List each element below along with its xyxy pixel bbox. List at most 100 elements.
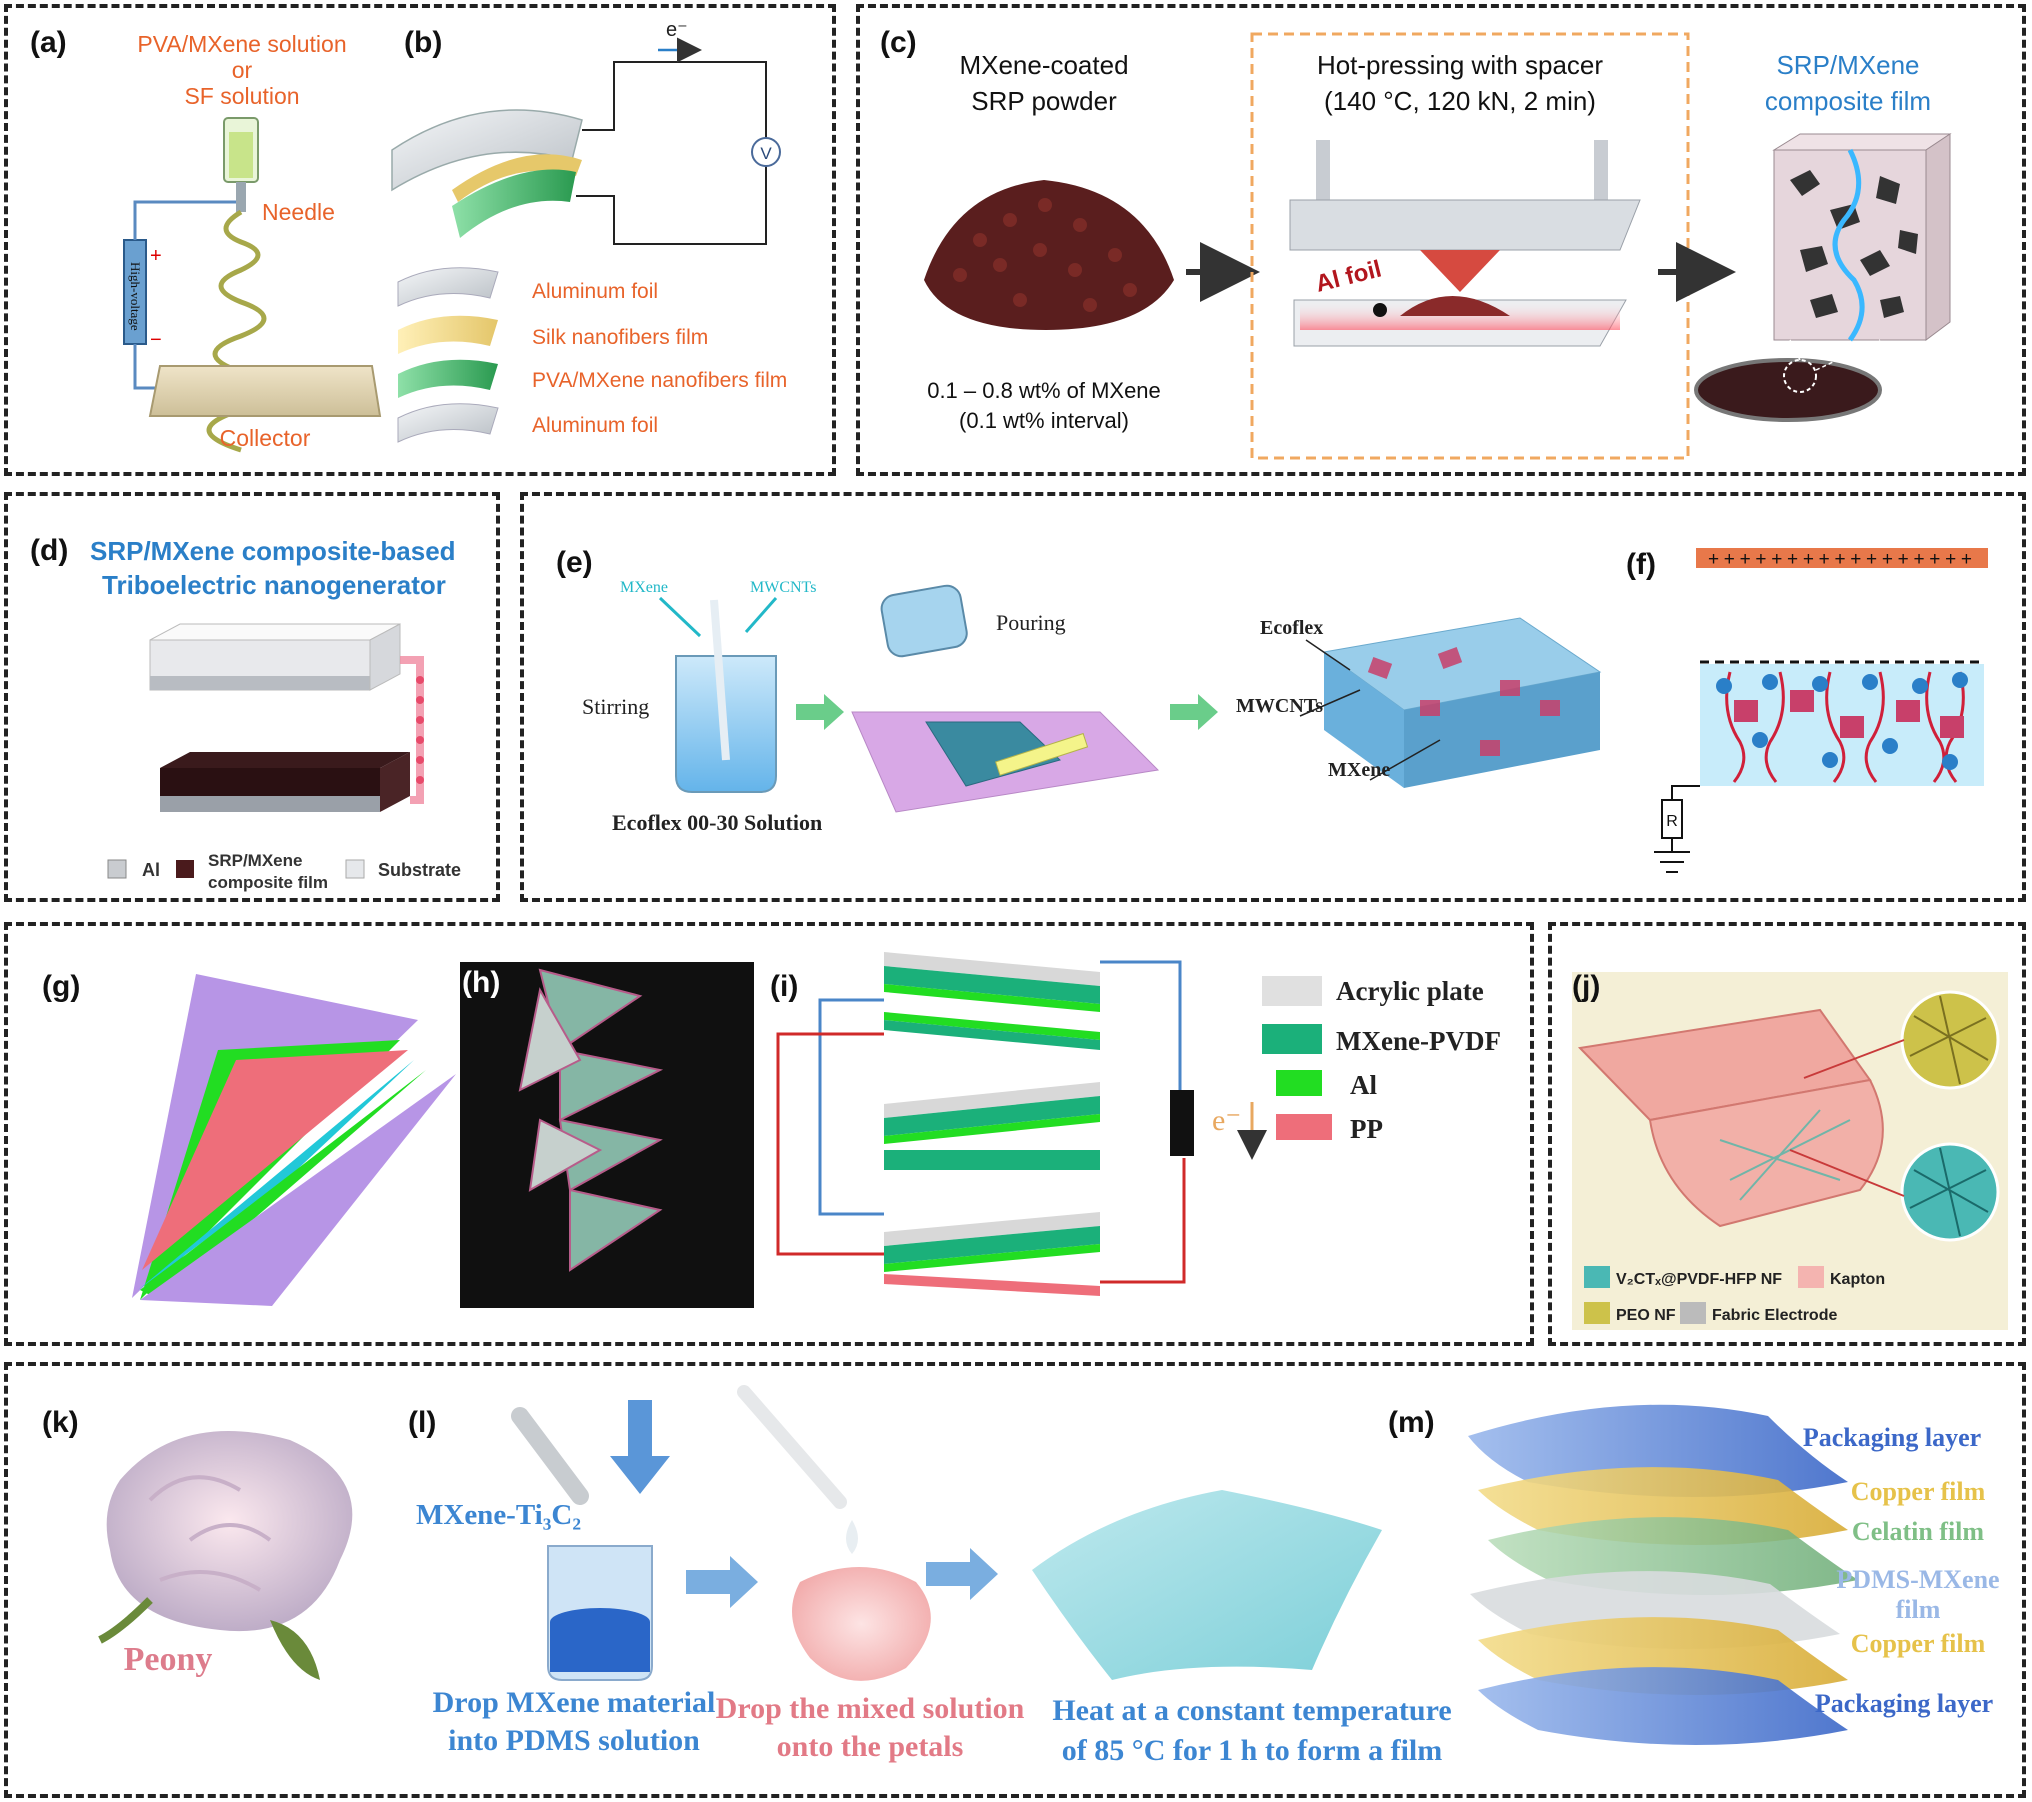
panel-g: (g) — [42, 970, 456, 1306]
step2-line1: Drop the mixed solution — [716, 1692, 1025, 1725]
pva-mxene-layer — [452, 169, 576, 238]
circuit-wire-blue-2 — [1100, 960, 1182, 1090]
dropper-1 — [511, 1407, 589, 1505]
mwcnts-pointer — [1299, 689, 1361, 717]
press-arrow — [1420, 250, 1500, 292]
label-packaging-bottom: Packaging layer — [1815, 1689, 1993, 1718]
silk-layer — [452, 154, 582, 202]
powder-grains — [953, 198, 1137, 312]
mold-spreader — [995, 732, 1089, 776]
legend-swatch-al — [107, 859, 127, 879]
load-resistor — [1170, 1090, 1194, 1156]
peony-stem-left — [98, 1597, 153, 1644]
teng-stack-units — [884, 952, 1100, 1296]
teng-wire-beads — [416, 676, 424, 784]
needle-body — [236, 182, 246, 212]
legend-label-pp: PP — [1350, 1114, 1383, 1144]
peony-label: Peony — [124, 1641, 213, 1678]
panel-k-label: (k) — [42, 1406, 79, 1439]
step1-line1: Drop MXene material — [433, 1686, 716, 1719]
stirring-label: Stirring — [582, 694, 649, 719]
panel-ghi-frame — [4, 922, 1534, 1346]
mxene-ti3c2-label: MXene-Ti₃C₂ — [416, 1499, 581, 1531]
peony-leaf — [270, 1620, 320, 1680]
step1-line2: into PDMS solution — [448, 1724, 700, 1757]
panel-a-title-line2: or — [232, 57, 253, 83]
electron-flow-label: e⁻ — [1212, 1104, 1241, 1137]
layer-packaging-bottom — [1478, 1667, 1848, 1745]
teng-top-substrate — [150, 676, 370, 690]
droplet — [846, 1520, 858, 1554]
plus-terminal: + — [150, 245, 162, 267]
legend-label-srp-mxene-line1: SRP/MXene — [208, 851, 302, 870]
panel-d-title-line2: Triboelectric nanogenerator — [102, 570, 446, 600]
legend-label-al-i: Al — [1350, 1070, 1377, 1100]
result-title-line2: composite film — [1765, 86, 1931, 116]
panel-m: (m) Packaging layer Copper film Celatin … — [1388, 1404, 2000, 1745]
legend-swatch-v2ctx — [1584, 1266, 1610, 1288]
srp-powder-heap — [924, 180, 1174, 330]
origami-folds — [518, 968, 664, 1272]
legend-label-mxene-pvdf: MXene-PVDF — [1336, 1026, 1501, 1056]
result-title-line1: SRP/MXene — [1776, 50, 1919, 80]
purple-layer-front — [140, 1074, 456, 1306]
mxene-arrow — [658, 596, 702, 638]
composite-particles — [1790, 170, 1918, 318]
legend-label-aluminum-1: Aluminum foil — [532, 280, 658, 303]
legend-label-al: Al — [142, 860, 160, 880]
step3-line1: Heat at a constant temperature — [1052, 1694, 1451, 1727]
electron-label: e⁻ — [666, 19, 688, 41]
beaker-solution-body — [550, 1622, 650, 1672]
circuit-wire — [576, 61, 767, 245]
legend-swatch-kapton — [1798, 1266, 1824, 1288]
panel-j-frame — [1548, 922, 2026, 1346]
legend-swatch-pva-mxene — [398, 359, 498, 398]
panel-g-label: (g) — [42, 970, 80, 1003]
positive-charges: +++++++++++++++++ — [1708, 549, 1972, 570]
arrow-l-1 — [686, 1556, 758, 1608]
collector-plate — [148, 365, 382, 417]
top-foil-layer — [391, 109, 583, 192]
legend-swatch-acrylic — [1262, 976, 1322, 1006]
press-column-left — [1316, 140, 1330, 210]
petal — [792, 1567, 931, 1681]
panel-d-frame — [4, 492, 500, 902]
legend-label-kapton: Kapton — [1830, 1271, 1885, 1288]
panel-a-label: (a) — [30, 26, 67, 59]
legend-swatch-srp-mxene — [176, 860, 194, 878]
circuit-wire-red — [776, 1032, 884, 1256]
legend-label-pva-mxene: PVA/MXene nanofibers film — [532, 369, 787, 392]
legend-label-substrate: Substrate — [378, 860, 461, 880]
legend-swatch-aluminum-1 — [397, 267, 499, 307]
legend-swatch-peo — [1584, 1302, 1610, 1324]
negative-charges — [1716, 672, 1968, 770]
mold-sample — [925, 721, 1061, 787]
mwcnts-input-label: MWCNTs — [750, 579, 816, 596]
resistor-label: R — [1666, 813, 1678, 830]
step2-line2: onto the petals — [777, 1730, 964, 1763]
v2ctx-fibers — [1909, 1147, 1989, 1237]
wire-to-needle — [133, 200, 236, 240]
mxene-flakes — [1367, 647, 1560, 756]
circuit-wire-red-2 — [1100, 1158, 1186, 1284]
panel-ef-frame — [520, 492, 2026, 902]
down-arrow — [610, 1400, 670, 1494]
needle-label: Needle — [262, 199, 335, 225]
positive-layer — [1696, 548, 1988, 568]
ecoflex-block-front — [1324, 652, 1404, 788]
ecoflex-label: Ecoflex — [1260, 617, 1323, 639]
legend-swatch-aluminum-2 — [397, 403, 499, 443]
press-title-line1: Hot-pressing with spacer — [1317, 50, 1603, 80]
panel-b: (b) V e⁻ Aluminum foil Silk nanofibers f… — [391, 19, 787, 443]
panel-d: (d) SRP/MXene composite-based Triboelect… — [30, 534, 461, 892]
panel-l: (l) MXene-Ti₃C₂ Drop MXene material into… — [408, 1385, 1452, 1767]
collector-label: Collector — [220, 425, 311, 451]
mxene-block-label: MXene — [1328, 759, 1390, 781]
mwcnts-arrow — [744, 597, 778, 633]
ecoflex-pointer — [1305, 639, 1351, 671]
panel-i: (i) e⁻ Acrylic plate MXene — [770, 952, 1501, 1296]
powder-title-line1: MXene-coated — [959, 50, 1128, 80]
green-layer-bottom — [140, 1070, 426, 1300]
mxene-particles-f — [1734, 690, 1964, 738]
powder-title-line2: SRP powder — [971, 86, 1117, 116]
